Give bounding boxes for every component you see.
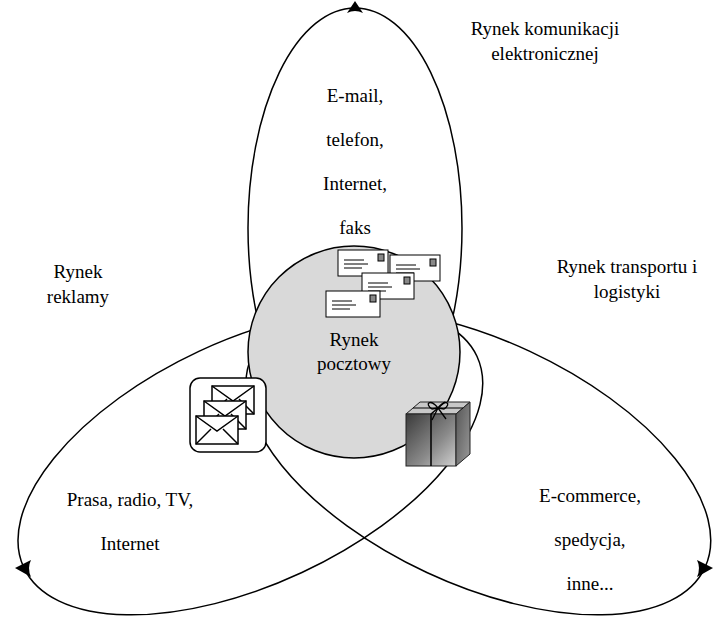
market-items: E-commerce, spedycja, inne... [535,474,645,606]
arrow-head [15,560,31,577]
market-heading: Rynek transportu i logistyki [534,255,719,304]
market-circle: Rynek pocztowy [245,243,463,461]
ellipse-outline [200,246,728,630]
envelopes-icon [190,378,266,452]
arrow-head [347,1,363,13]
ellipse-outline [0,246,528,630]
market-items: E-mail, telefon, Internet, faks [308,74,403,250]
node-outline [245,243,463,461]
market-heading: Rynek reklamy [33,260,123,309]
arrow-head [697,560,713,577]
market-heading: Rynek komunikacji elektronicznej [445,17,645,66]
center-label: Rynek pocztowy [299,328,409,376]
letters-icon [326,250,440,317]
market-items: Prasa, radio, TV, Internet [65,478,195,566]
parcel-icon [406,402,470,466]
circle-outline [248,246,460,458]
